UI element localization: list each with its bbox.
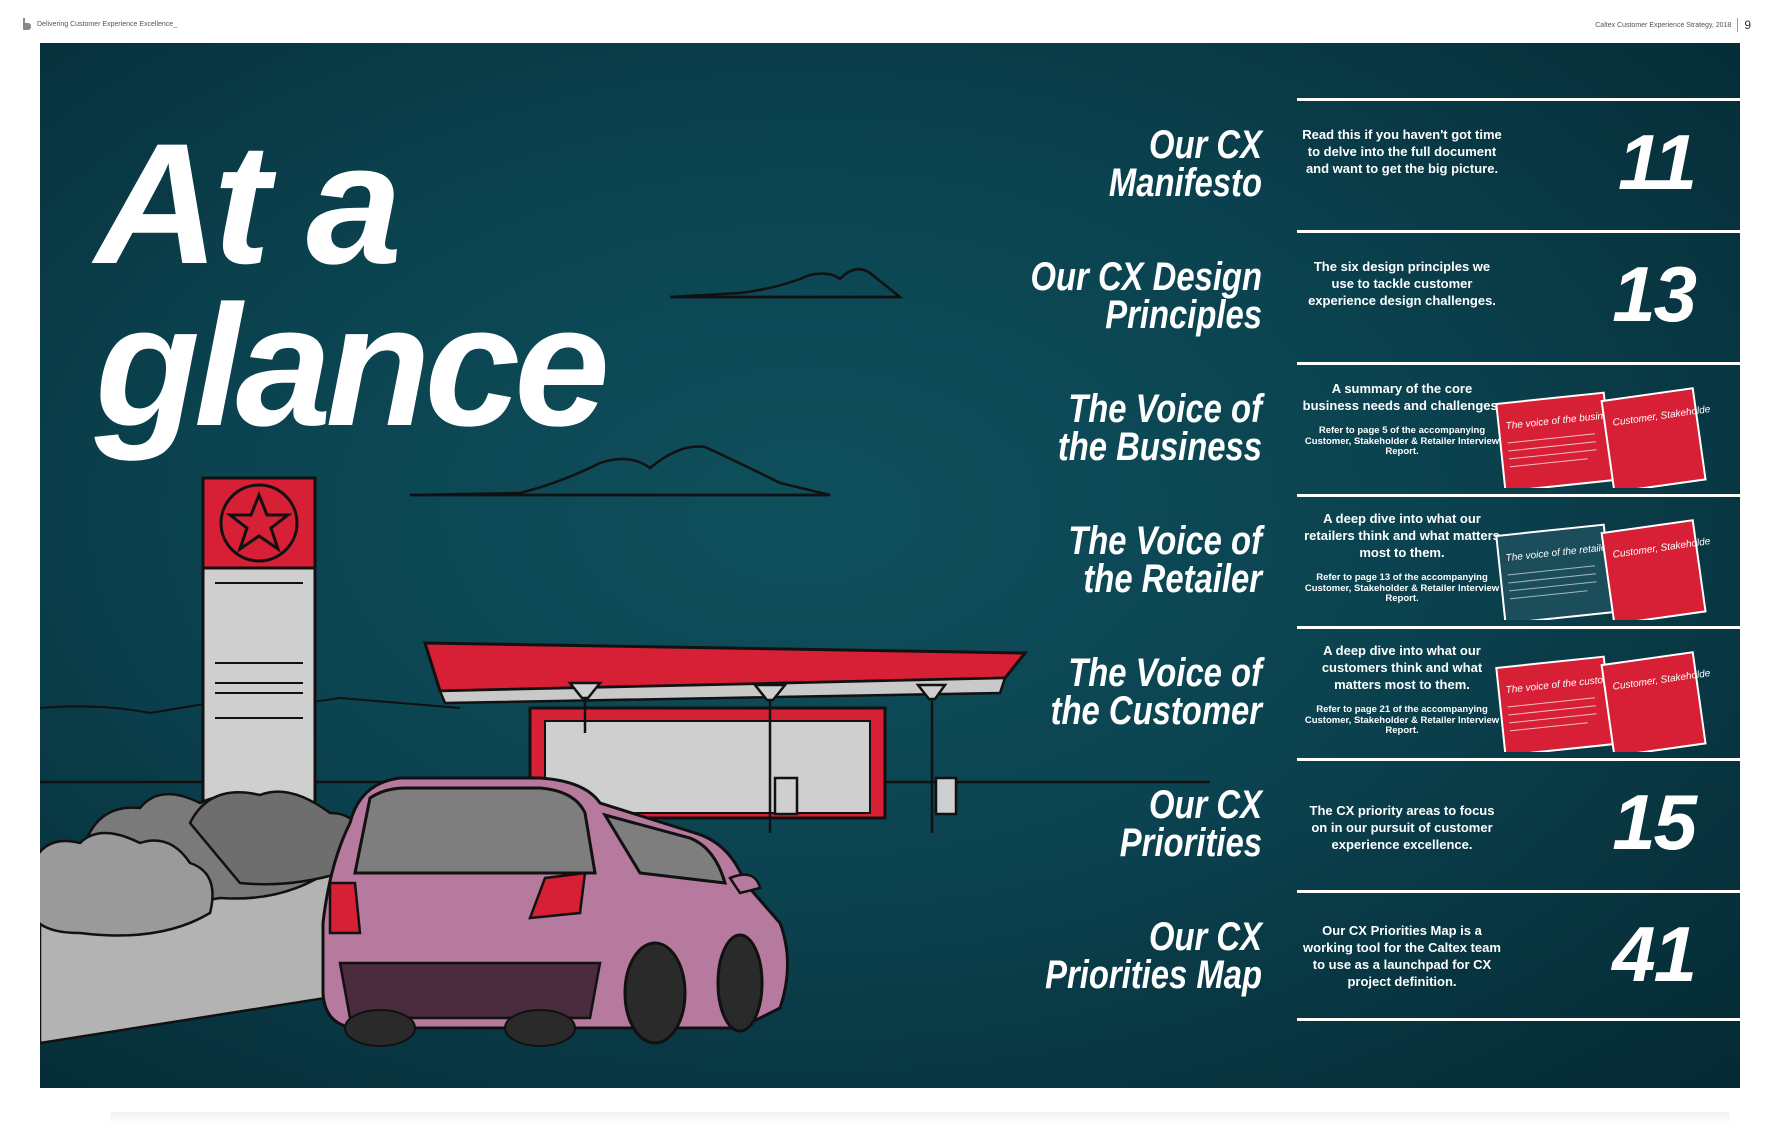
row-divider [1297,230,1740,233]
section-description: The six design principles we use to tack… [1308,259,1496,308]
brand-mark-icon [23,18,31,30]
running-header-right: Caltex Customer Experience Strategy, 201… [1595,18,1751,32]
title-line-2: glance [95,270,610,462]
section-description: Read this if you haven't got time to del… [1302,127,1502,176]
section-reference: Refer to page 13 of the accompanying Cus… [1304,572,1500,604]
contents-row-voice-of-customer[interactable]: The Voice of the Customer A deep dive in… [40,626,1740,758]
contents-row-manifesto[interactable]: Our CX Manifesto Read this if you haven'… [40,98,1740,230]
contents-row-priorities-map[interactable]: Our CX Priorities Map Our CX Priorities … [40,890,1740,1022]
section-description: The CX priority areas to focus on in our… [1309,803,1495,852]
section-page-number: 15 [1612,778,1697,866]
report-thumbnail: The voice of the business Customer, Stak… [1495,386,1710,488]
section-page-number: 11 [1618,118,1697,206]
section-description: Our CX Priorities Map is a working tool … [1303,923,1501,989]
section-description: A deep dive into what our customers thin… [1302,642,1502,737]
header-right-text: Caltex Customer Experience Strategy, 201… [1595,21,1732,29]
page-title: At a glance [95,108,610,462]
row-divider [1297,890,1740,893]
section-name: Our CX Design Principles [1030,255,1262,337]
section-page-number: 13 [1612,250,1697,338]
section-description: A deep dive into what our retailers thin… [1302,510,1502,605]
header-left-text: Delivering Customer Experience Excellenc… [37,20,178,28]
contents-row-priorities[interactable]: Our CX Priorities The CX priority areas … [40,758,1740,890]
running-header-left: Delivering Customer Experience Excellenc… [22,18,177,30]
section-name: Our CX Priorities [1119,783,1262,865]
section-reference: Refer to page 5 of the accompanying Cust… [1304,425,1500,457]
page-number: 9 [1737,18,1751,32]
section-page-number: 41 [1612,910,1697,998]
gas-station-illustration [40,267,1210,1047]
report-thumbnail: The voice of the customer Customer, Stak… [1495,650,1710,752]
title-line-1: At a [95,108,402,300]
section-reference: Refer to page 21 of the accompanying Cus… [1304,704,1500,736]
contents-row-voice-of-business[interactable]: The Voice of the Business A summary of t… [40,362,1740,494]
section-name: The Voice of the Business [1057,387,1262,469]
section-name: The Voice of the Customer [1050,651,1262,733]
row-divider [1297,494,1740,497]
page-shadow [110,1112,1730,1126]
row-divider [1297,758,1740,761]
row-divider [1297,626,1740,629]
row-divider-end [1297,1018,1740,1021]
contents-row-design-principles[interactable]: Our CX Design Principles The six design … [40,230,1740,362]
section-name: Our CX Manifesto [1108,123,1262,205]
report-thumbnail: The voice of the retailer Customer, Stak… [1495,518,1710,620]
row-divider [1297,98,1740,101]
contents-row-voice-of-retailer[interactable]: The Voice of the Retailer A deep dive in… [40,494,1740,626]
section-description: A summary of the core business needs and… [1302,381,1502,457]
at-a-glance-panel: At a glance Our CX Manifesto Read this i… [40,43,1740,1088]
contents-list: Our CX Manifesto Read this if you haven'… [40,43,1740,1088]
section-name: Our CX Priorities Map [1045,915,1262,997]
section-name: The Voice of the Retailer [1068,519,1262,601]
row-divider [1297,362,1740,365]
